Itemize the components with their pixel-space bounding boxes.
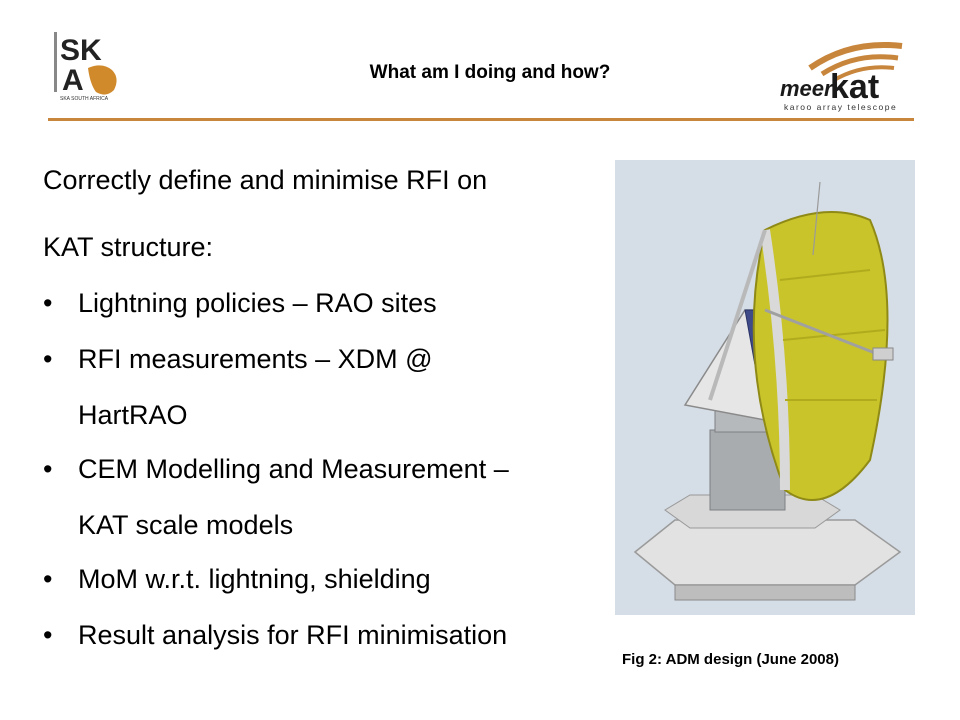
bullet-text: CEM Modelling and Measurement –: [78, 454, 509, 484]
figure-caption: Fig 2: ADM design (June 2008): [622, 651, 839, 668]
meerkat-logo: meer kat karoo array telescope: [780, 41, 903, 112]
bullet-icon: •: [43, 564, 53, 594]
bullet-item: • MoM w.r.t. lightning, shielding: [43, 562, 603, 596]
ska-logo-letters-top: SK: [60, 34, 102, 67]
bullet-item: • Result analysis for RFI minimisation: [43, 618, 603, 652]
slide-title: What am I doing and how?: [369, 62, 611, 83]
bullet-item: • RFI measurements – XDM @ HartRAO: [43, 342, 603, 432]
bullet-list: • Lightning policies – RAO sites • RFI m…: [43, 286, 603, 674]
africa-map-icon: [88, 65, 117, 95]
ska-logo-subtext: SKA SOUTH AFRICA: [60, 96, 109, 102]
header-divider: [48, 118, 914, 121]
ska-south-africa-logo: SK A SKA SOUTH AFRICA: [50, 28, 136, 104]
antenna-feed-horn: [872, 347, 894, 361]
bullet-item: • CEM Modelling and Measurement – KAT sc…: [43, 452, 603, 542]
bullet-icon: •: [43, 454, 53, 484]
bullet-text-continuation: HartRAO: [78, 400, 188, 430]
bullet-text-continuation: KAT scale models: [78, 510, 294, 540]
bullet-icon: •: [43, 288, 53, 318]
meerkat-tagline: karoo array telescope: [784, 102, 897, 112]
bullet-icon: •: [43, 620, 53, 650]
bullet-text: RFI measurements – XDM @: [78, 344, 433, 374]
ska-logo-letter-bottom: A: [62, 64, 84, 97]
logo-arc-icon: [808, 41, 903, 71]
intro-line-2: KAT structure:: [43, 232, 214, 262]
bullet-text: Result analysis for RFI minimisation: [78, 620, 508, 650]
adm-antenna-figure: [615, 160, 915, 615]
bullet-text: Lightning policies – RAO sites: [78, 288, 437, 318]
antenna-feed-arm: [764, 308, 881, 357]
antenna-dish-reflector: [752, 211, 889, 501]
meerkat-wordmark-a: meer: [780, 76, 834, 101]
bullet-item: • Lightning policies – RAO sites: [43, 286, 603, 320]
antenna-base-platform: [633, 519, 902, 586]
bullet-text: MoM w.r.t. lightning, shielding: [78, 564, 431, 594]
meerkat-wordmark-b: kat: [830, 68, 879, 106]
bullet-icon: •: [43, 344, 53, 374]
intro-line-1: Correctly define and minimise RFI on: [43, 165, 488, 195]
